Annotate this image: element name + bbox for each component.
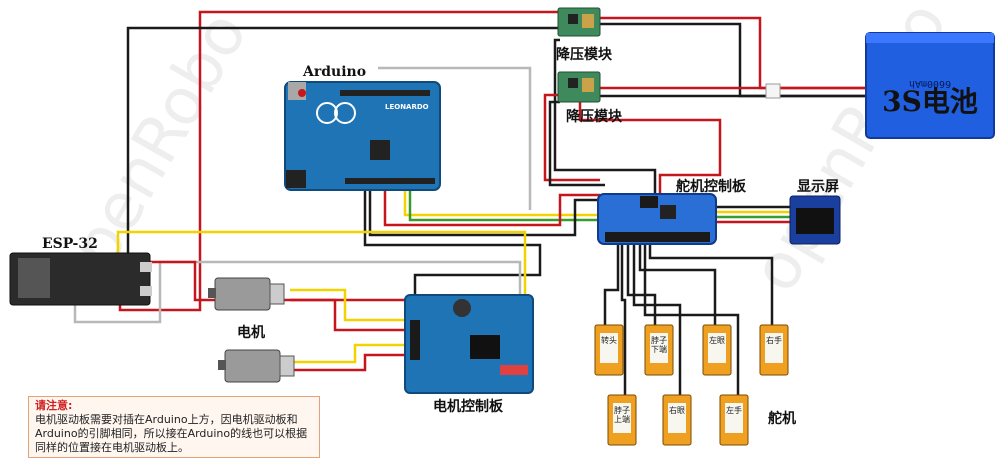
servo-tag-7: 左手 — [726, 406, 742, 415]
wire-servo-7 — [643, 245, 740, 395]
motor-2 — [218, 349, 295, 383]
wire-yellow-motor2 — [290, 343, 410, 364]
servo-1 — [594, 324, 624, 376]
wire-green-scl — [408, 185, 605, 222]
wire-red-bus-top — [600, 16, 865, 90]
wire-red-pca-vcc — [383, 185, 600, 227]
wire-yellow-sda — [403, 185, 605, 217]
wire-black-bus-top — [600, 22, 865, 98]
servo-tag-1: 转头 — [601, 336, 617, 345]
servo-board-label: 舵机控制板 — [676, 179, 746, 195]
wire-servo-2 — [626, 245, 657, 325]
buck-top-label: 降压模块 — [556, 47, 612, 63]
wire-red-buck-arduino — [543, 93, 600, 182]
arduino-label: Arduino — [303, 64, 367, 80]
servo-tag-5: 脖子上端 — [614, 406, 630, 424]
wire-black-buck-arduino — [553, 38, 657, 200]
battery-pack — [765, 32, 995, 139]
esp32-label: ESP-32 — [42, 236, 98, 252]
wire-yellow-motor1 — [290, 288, 410, 322]
wire-servo-1 — [603, 245, 620, 325]
arduino-board — [284, 81, 441, 191]
wire-black-top — [126, 26, 560, 255]
esp32-board — [9, 252, 152, 306]
servo-tag-2: 脖子下端 — [651, 336, 667, 354]
wire-servo-5 — [620, 245, 627, 395]
buck-converter-bottom — [557, 71, 601, 103]
wire-red-motor2 — [290, 353, 410, 372]
buck-converter-top — [557, 7, 601, 37]
motor-driver-board — [404, 294, 534, 394]
servo-tag-3: 左眼 — [709, 336, 725, 345]
wire-servo-4 — [648, 245, 774, 325]
servo-tag-4: 右手 — [766, 336, 782, 345]
wire-servo-3 — [638, 245, 717, 325]
motor-label: 电机 — [237, 325, 265, 341]
buck-bottom-label: 降压模块 — [566, 109, 622, 125]
servo-tag-6: 右眼 — [669, 406, 685, 415]
wire-red-motor1 — [290, 298, 410, 332]
note-title: 请注意: — [35, 399, 73, 412]
servo-6 — [662, 394, 692, 446]
wire-black-buck-arduino-2 — [548, 100, 605, 187]
servo-label: 舵机 — [768, 411, 796, 427]
display-label: 显示屏 — [797, 179, 839, 195]
servo-board — [597, 193, 717, 245]
note-box: 请注意: 电机驱动板需要对插在Arduino上方，因电机驱动板和Arduino的… — [28, 396, 320, 458]
wire-servo-6 — [632, 245, 682, 395]
servo-3 — [702, 324, 732, 376]
motor-board-label: 电机控制板 — [433, 399, 503, 415]
wire-gray-arduino-esp — [378, 66, 532, 210]
note-body: 电机驱动板需要对插在Arduino上方，因电机驱动板和Arduino的引脚相同，… — [35, 413, 308, 454]
battery-label: 3S电池 — [882, 85, 978, 118]
servo-7 — [719, 394, 749, 446]
servo-4 — [759, 324, 789, 376]
oled-display — [789, 195, 841, 245]
wire-red-buck-pca — [578, 100, 722, 200]
arduino-brand-label: LEONARDO — [385, 103, 429, 111]
motor-1 — [208, 277, 285, 311]
wire-black-arduino-motor — [363, 185, 542, 295]
wire-black-pca-gnd — [368, 185, 600, 237]
